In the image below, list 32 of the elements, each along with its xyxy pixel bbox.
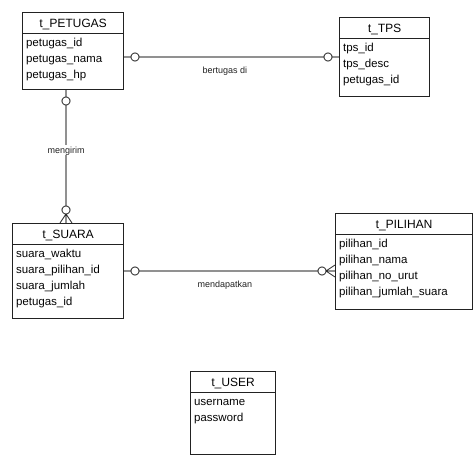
- table-name: t_PETUGAS: [39, 16, 107, 30]
- relationship-line: [124, 52, 340, 62]
- column-name: username: [194, 395, 246, 410]
- relationship-line: [124, 264, 336, 278]
- edge-label: mendapatkan: [196, 279, 254, 289]
- entity-table: [12, 223, 124, 319]
- entity-table: [339, 17, 430, 97]
- column-name: pilihan_no_urut: [339, 269, 418, 284]
- column-name: tps_id: [343, 41, 374, 56]
- column-name: suara_waktu: [16, 247, 82, 262]
- column-name: tps_desc: [343, 57, 390, 72]
- relationship-line: [60, 90, 72, 224]
- column-name: petugas_hp: [26, 68, 86, 83]
- column-name: suara_pilihan_id: [16, 263, 100, 278]
- column-name: petugas_id: [16, 295, 72, 310]
- column-name: petugas_id: [343, 73, 400, 88]
- entity-table: [335, 213, 473, 310]
- table-name: t_USER: [211, 375, 255, 389]
- column-name: petugas_id: [26, 36, 82, 51]
- column-name: suara_jumlah: [16, 279, 86, 294]
- entity-table: [190, 371, 276, 455]
- entity-table: [22, 12, 124, 90]
- table-name: t_PILIHAN: [376, 217, 432, 231]
- edge-label: bertugas di: [202, 65, 248, 75]
- column-name: petugas_nama: [26, 52, 102, 67]
- column-name: pilihan_id: [339, 237, 388, 252]
- column-name: pilihan_jumlah_suara: [339, 285, 448, 300]
- edge-label: mengirim: [46, 145, 86, 155]
- table-name: t_TPS: [368, 21, 402, 35]
- column-name: password: [194, 411, 244, 426]
- table-name: t_SUARA: [42, 227, 94, 241]
- column-name: pilihan_nama: [339, 253, 408, 268]
